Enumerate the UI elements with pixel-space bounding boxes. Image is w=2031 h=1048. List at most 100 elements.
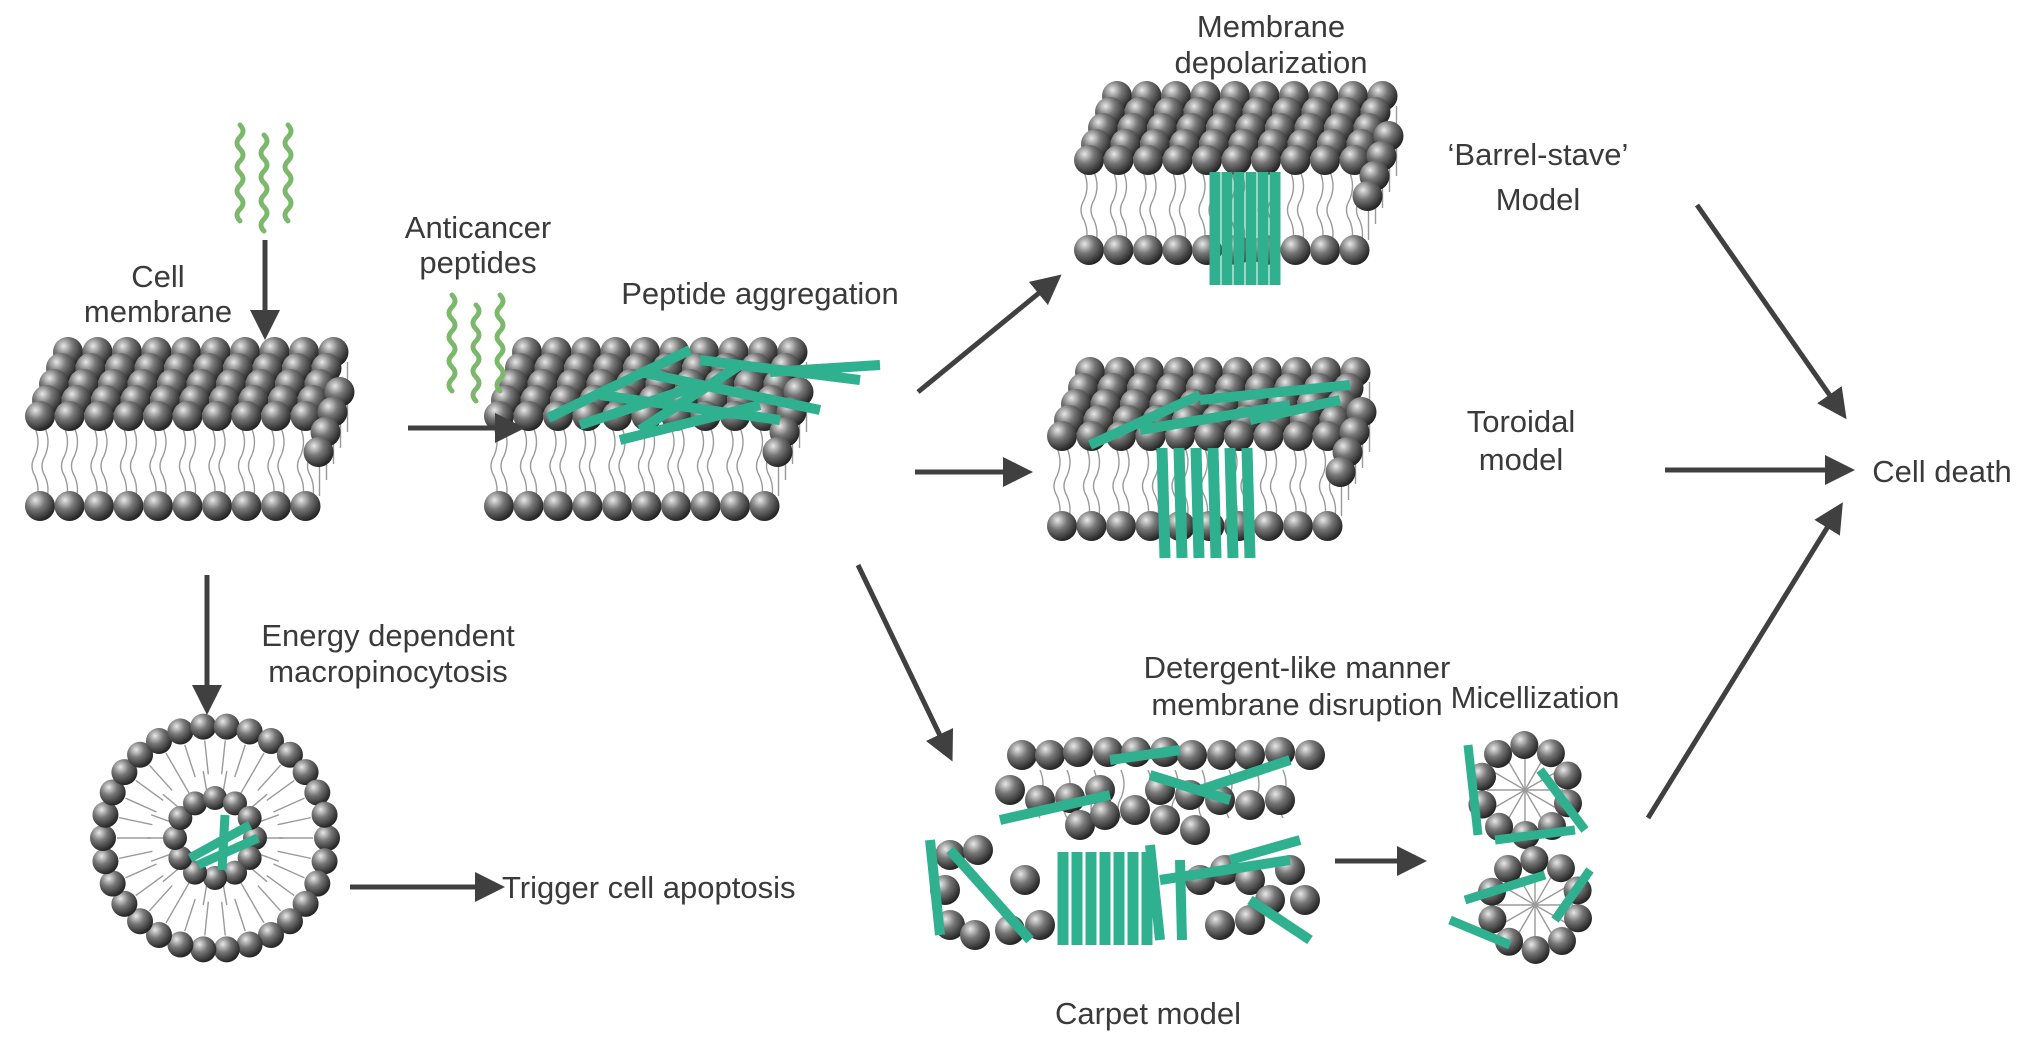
lipid-head <box>213 713 240 740</box>
label-barrel-stave-line1: ‘Barrel-stave’ <box>1448 137 1629 172</box>
lipid-head <box>1180 815 1210 845</box>
lipid-head <box>1103 145 1134 175</box>
arrow-aggregation-to-carpet <box>855 563 954 762</box>
lipid-head <box>1007 740 1037 770</box>
lipid-head <box>172 401 203 431</box>
arrow-aggregation-to-barrel <box>916 274 1062 394</box>
lipid-head <box>314 825 340 851</box>
peptide-rod <box>1199 380 1351 405</box>
arrow-micelle-to-death <box>1645 502 1843 820</box>
label-detergent-line2: membrane disruption <box>1151 687 1442 722</box>
lipid-head <box>1478 905 1507 934</box>
lipid-head <box>1546 854 1575 883</box>
lipid-head <box>1312 421 1343 451</box>
label-cell-membrane-line2: membrane <box>84 294 232 329</box>
lipid-head <box>258 728 284 755</box>
lipid-head <box>543 491 573 521</box>
peptide-rod <box>1536 767 1589 833</box>
lipid-head <box>1280 145 1311 175</box>
lipid-head <box>1253 421 1284 451</box>
lipid-head <box>1235 790 1265 820</box>
lipid-head <box>190 936 217 963</box>
lipid-head <box>25 401 55 431</box>
peptide-rod <box>1145 844 1165 941</box>
arrows <box>192 203 1855 902</box>
peptide-rod <box>638 367 822 415</box>
peptide-rod <box>1207 447 1222 559</box>
lipid-head <box>90 825 116 851</box>
peptide-rod <box>618 400 762 445</box>
label-detergent-line1: Detergent-like manner <box>1144 650 1451 685</box>
lipid-head <box>143 491 173 521</box>
peptide-rod <box>578 380 702 430</box>
lipid-head <box>1265 785 1295 815</box>
lipid-head <box>172 491 203 521</box>
lipid-head <box>1224 421 1254 451</box>
peptide-rod <box>1241 447 1256 559</box>
lipid-head <box>190 713 217 740</box>
peptide-strand <box>234 122 246 224</box>
lipid-tails <box>117 740 313 936</box>
lipid-head <box>84 401 114 431</box>
peptide-rod <box>1198 755 1292 795</box>
lipid-head <box>202 491 232 521</box>
peptide-rod <box>217 814 230 871</box>
lipid-head <box>690 491 721 521</box>
lipid-head <box>513 401 544 431</box>
lipid-head <box>513 491 544 521</box>
label-energy-dependent-line1: Energy dependent <box>261 618 515 653</box>
lipid-head <box>99 870 126 897</box>
micelle-top <box>1463 731 1589 849</box>
lipid-head <box>1090 800 1120 830</box>
lipid-head <box>183 791 207 816</box>
lipid-head <box>720 491 750 521</box>
lipid-head <box>1251 145 1281 175</box>
peptide-rod <box>1148 770 1232 805</box>
lipid-head <box>1065 810 1095 840</box>
lipid-head <box>1074 145 1104 175</box>
lipid-head <box>203 866 227 890</box>
lipid-head <box>167 718 194 745</box>
lipid-tails <box>1487 752 1563 828</box>
peptide-rod <box>1173 447 1188 559</box>
lipid-head <box>1162 235 1193 265</box>
peptide-rod <box>769 360 881 377</box>
lipid-head <box>1310 235 1340 265</box>
lipid-head <box>92 848 119 875</box>
lipid-head <box>1536 739 1565 768</box>
lipid-head <box>304 779 331 806</box>
lipid-head <box>261 491 291 521</box>
lipid-head <box>1106 511 1136 541</box>
peptide-strand <box>282 122 294 224</box>
peptide-rod <box>1175 859 1187 941</box>
lipid-head <box>167 931 194 958</box>
lipid-head <box>1133 145 1163 175</box>
lipid-head <box>1074 235 1104 265</box>
lipid-head <box>292 759 319 786</box>
peptide-strand <box>494 292 506 394</box>
lipid-head <box>163 826 187 850</box>
lipid-head <box>1063 737 1093 767</box>
lipid-tails <box>31 427 315 505</box>
lipid-head <box>1339 145 1370 175</box>
peptide-rod <box>1448 915 1512 950</box>
peptide-cluster-top-icon <box>234 122 294 234</box>
lipid-head <box>143 401 173 431</box>
peptide-strand <box>470 302 482 404</box>
label-carpet-model: Carpet model <box>1055 996 1241 1031</box>
lipid-head <box>1339 235 1370 265</box>
lipid-head <box>127 741 154 768</box>
lipid-head <box>236 931 263 958</box>
toroidal-bilayer <box>1047 357 1377 559</box>
lipid-head <box>1207 740 1237 770</box>
lipid-head <box>261 401 291 431</box>
label-anticancer-line2: peptides <box>419 245 536 280</box>
lipid-head <box>749 491 780 521</box>
lipid-head <box>236 718 263 745</box>
lipid-head <box>1283 511 1313 541</box>
peptide-rod <box>1248 395 1342 425</box>
lipid-head <box>1553 761 1582 790</box>
lipid-head <box>572 491 603 521</box>
lipid-head <box>168 806 193 830</box>
